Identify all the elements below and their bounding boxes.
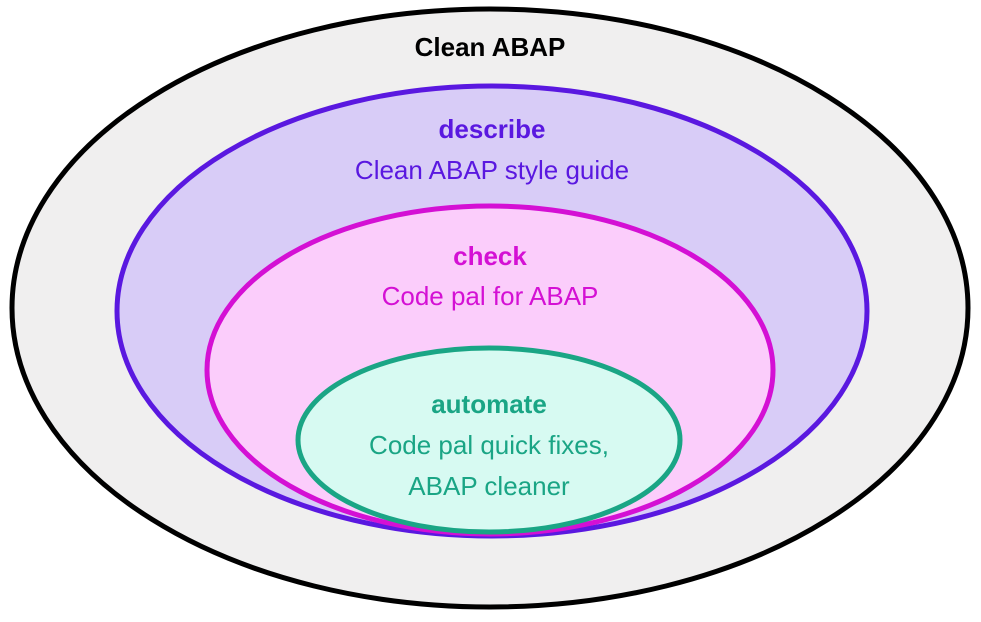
layer-subtitle-describe: Clean ABAP style guide <box>355 155 629 185</box>
layer-title-automate: automate <box>431 389 547 419</box>
layer-subtitle-check: Code pal for ABAP <box>382 281 599 311</box>
layer-subtitle-automate-line-1: Code pal quick fixes, <box>369 430 609 460</box>
outer-label-clean-abap: Clean ABAP <box>415 32 566 62</box>
ellipse-automate <box>295 345 683 535</box>
layer-subtitle-automate-line-2: ABAP cleaner <box>408 471 570 501</box>
layer-title-describe: describe <box>439 114 546 144</box>
layer-title-check: check <box>453 241 527 271</box>
